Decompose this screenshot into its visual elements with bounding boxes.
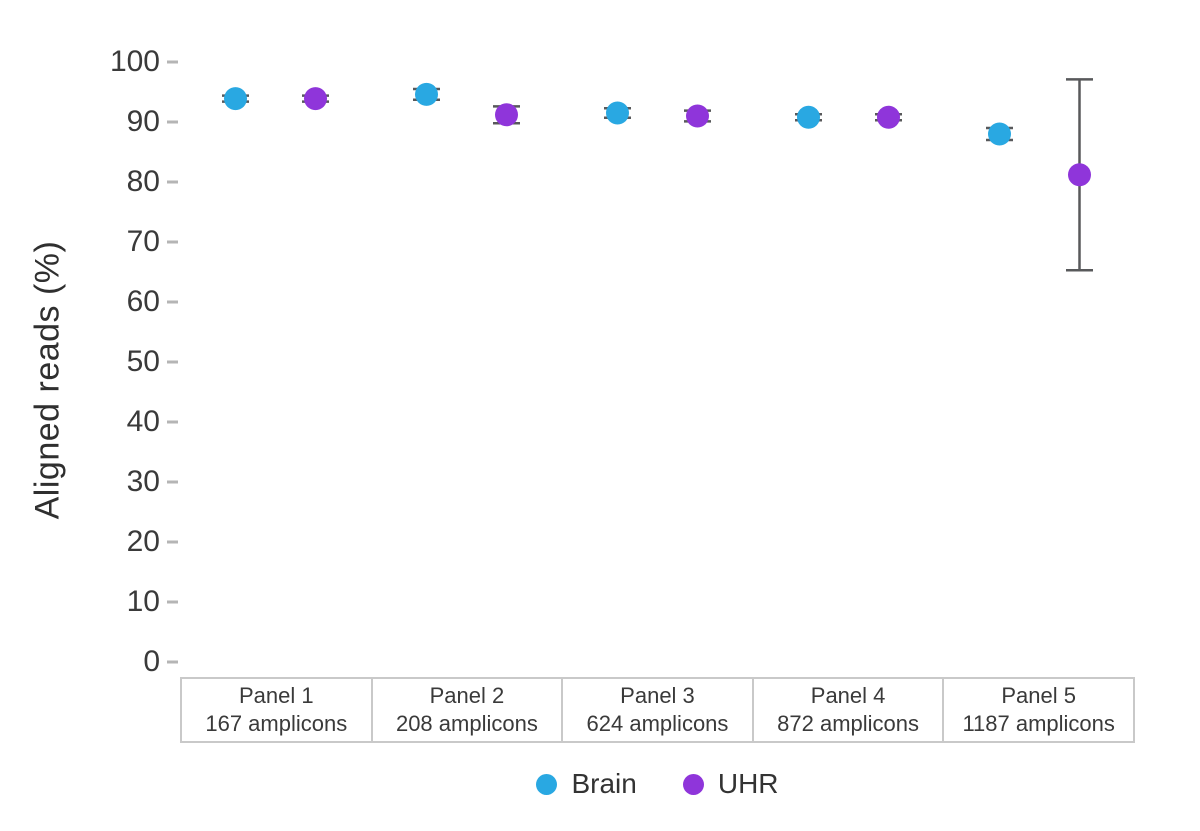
y-tick-mark — [167, 420, 178, 424]
category-sublabel: 167 amplicons — [205, 711, 348, 736]
data-point-brain-panel1 — [224, 87, 247, 111]
y-tick-mark — [167, 600, 178, 604]
legend-item-brain: Brain — [536, 768, 637, 800]
y-tick-label: 0 — [143, 645, 160, 678]
uhr-series-dot-icon — [682, 773, 704, 795]
legend: Brain UHR — [180, 768, 1135, 800]
category-sublabel: 208 amplicons — [395, 711, 538, 736]
y-tick-label: 10 — [126, 585, 160, 618]
y-tick-label: 80 — [126, 165, 160, 198]
x-axis-category-band: Panel 1 167 amplicons Panel 2 208 amplicons… — [180, 677, 1135, 743]
category-label: Panel 3 — [620, 683, 695, 708]
y-tick-label: 60 — [126, 285, 160, 318]
data-point-uhr-panel3 — [686, 104, 709, 128]
data-point-brain-panel5 — [988, 122, 1011, 146]
y-tick-label: 70 — [126, 225, 160, 258]
category-cell-panel1: Panel 1 167 amplicons — [182, 679, 371, 741]
brain-series-dot-icon — [536, 773, 558, 795]
y-tick-label: 90 — [126, 105, 160, 138]
y-tick-mark — [167, 180, 178, 184]
y-tick-label: 30 — [126, 465, 160, 498]
category-cell-panel3: Panel 3 624 amplicons — [561, 679, 752, 741]
y-tick-mark — [167, 60, 178, 64]
data-point-brain-panel2 — [415, 82, 438, 106]
y-tick-mark — [167, 120, 178, 124]
category-label: Panel 1 — [238, 683, 314, 708]
data-point-uhr-panel1 — [304, 87, 327, 111]
category-cell-panel2: Panel 2 208 amplicons — [370, 679, 562, 741]
category-cell-panel5: Panel 5 1187 amplicons — [942, 679, 1133, 741]
data-point-uhr-panel2 — [495, 103, 518, 127]
data-point-uhr-panel5 — [1068, 163, 1091, 187]
y-tick-label: 100 — [109, 45, 160, 78]
y-tick-mark — [167, 480, 178, 484]
category-sublabel: 872 amplicons — [777, 711, 920, 736]
category-cell-panel4: Panel 4 872 amplicons — [751, 679, 943, 741]
y-tick-label: 50 — [126, 345, 160, 378]
y-tick-label: 40 — [126, 405, 160, 438]
category-label: Panel 2 — [429, 683, 505, 708]
legend-label-brain: Brain — [571, 768, 637, 799]
y-tick-mark — [167, 660, 178, 664]
y-tick-label: 20 — [126, 525, 160, 558]
data-point-uhr-panel4 — [877, 105, 900, 129]
category-sublabel: 624 amplicons — [586, 711, 729, 736]
category-label: Panel 4 — [810, 683, 886, 708]
y-tick-mark — [167, 240, 178, 244]
category-sublabel: 1187 amplicons — [962, 711, 1115, 736]
category-label: Panel 5 — [1001, 683, 1076, 708]
legend-label-uhr: UHR — [717, 768, 779, 799]
data-point-brain-panel4 — [797, 105, 820, 129]
y-tick-mark — [167, 300, 178, 304]
legend-item-uhr: UHR — [682, 768, 779, 800]
y-tick-mark — [167, 540, 178, 544]
y-tick-mark — [167, 360, 178, 364]
data-point-brain-panel3 — [606, 101, 629, 125]
